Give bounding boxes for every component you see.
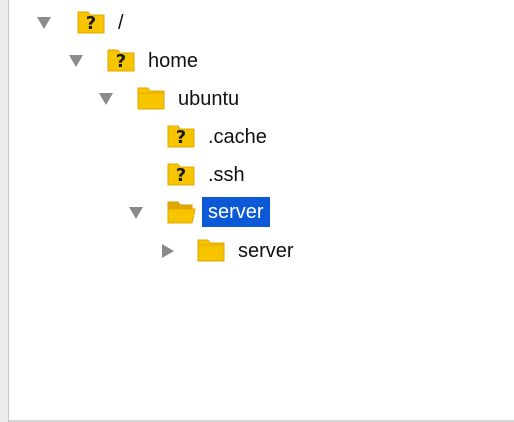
folder-icon [196, 237, 226, 263]
tree-row-cache[interactable]: ? .cache [0, 121, 514, 153]
folder-icon [136, 85, 166, 111]
tree-label: server [238, 240, 294, 262]
panel-left-border [0, 0, 9, 422]
open-folder-icon [166, 199, 196, 225]
disclosure-expanded-icon[interactable] [128, 205, 144, 221]
tree-row-ssh[interactable]: ? .ssh [0, 159, 514, 191]
svg-text:?: ? [116, 51, 126, 72]
disclosure-expanded-icon[interactable] [98, 91, 114, 107]
unknown-folder-icon: ? [166, 161, 196, 187]
tree-label-selected: server [202, 197, 270, 227]
tree-row-home[interactable]: ? home [0, 45, 514, 77]
tree-row-ubuntu[interactable]: ubuntu [0, 83, 514, 115]
tree-label: ubuntu [178, 88, 240, 110]
panel-bottom-border [9, 420, 514, 422]
svg-text:?: ? [86, 13, 96, 34]
unknown-folder-icon: ? [166, 123, 196, 149]
disclosure-collapsed-icon[interactable] [160, 243, 176, 259]
disclosure-expanded-icon[interactable] [36, 15, 52, 31]
svg-text:?: ? [176, 165, 186, 186]
tree-label: / [118, 12, 124, 34]
tree-row-root[interactable]: ? / [0, 7, 514, 39]
unknown-folder-icon: ? [106, 47, 136, 73]
tree-label: .cache [208, 126, 267, 148]
disclosure-expanded-icon[interactable] [68, 53, 84, 69]
unknown-folder-icon: ? [76, 9, 106, 35]
tree-label: home [148, 50, 199, 72]
svg-text:?: ? [176, 127, 186, 148]
tree-row-server-child[interactable]: server [0, 234, 514, 266]
tree-row-server-selected[interactable]: server [0, 196, 514, 228]
tree-label: .ssh [208, 164, 245, 186]
